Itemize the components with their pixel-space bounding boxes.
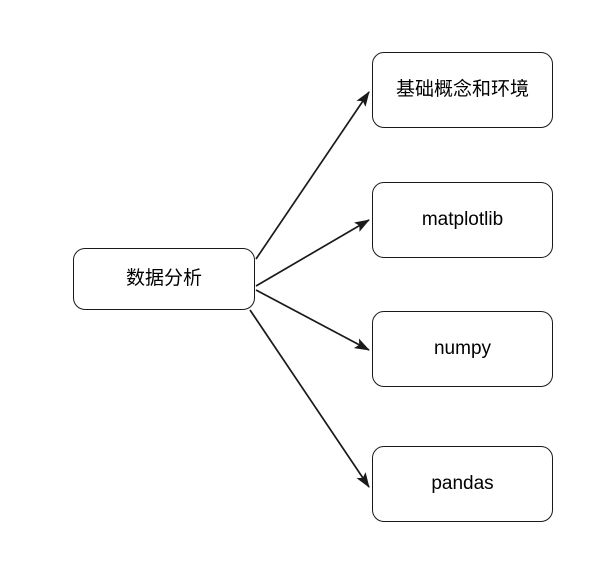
node-branch-basics[interactable]: 基础概念和环境 xyxy=(372,52,553,128)
edge-root-to-branch-3 xyxy=(249,309,370,488)
node-branch-pandas-label: pandas xyxy=(431,472,494,494)
node-branch-matplotlib[interactable]: matplotlib xyxy=(372,182,553,258)
node-branch-numpy-label: numpy xyxy=(433,337,492,359)
node-branch-pandas[interactable]: pandas xyxy=(372,446,553,522)
edge-root-to-branch-2 xyxy=(255,289,370,351)
node-root[interactable]: 数据分析 xyxy=(73,248,255,310)
node-root-label: 数据分析 xyxy=(125,267,202,289)
edge-root-to-branch-1 xyxy=(255,219,370,287)
node-branch-matplotlib-label: matplotlib xyxy=(421,208,504,230)
edge-root-to-branch-0 xyxy=(255,91,370,260)
node-branch-numpy[interactable]: numpy xyxy=(372,311,553,387)
node-branch-basics-label: 基础概念和环境 xyxy=(395,78,529,100)
